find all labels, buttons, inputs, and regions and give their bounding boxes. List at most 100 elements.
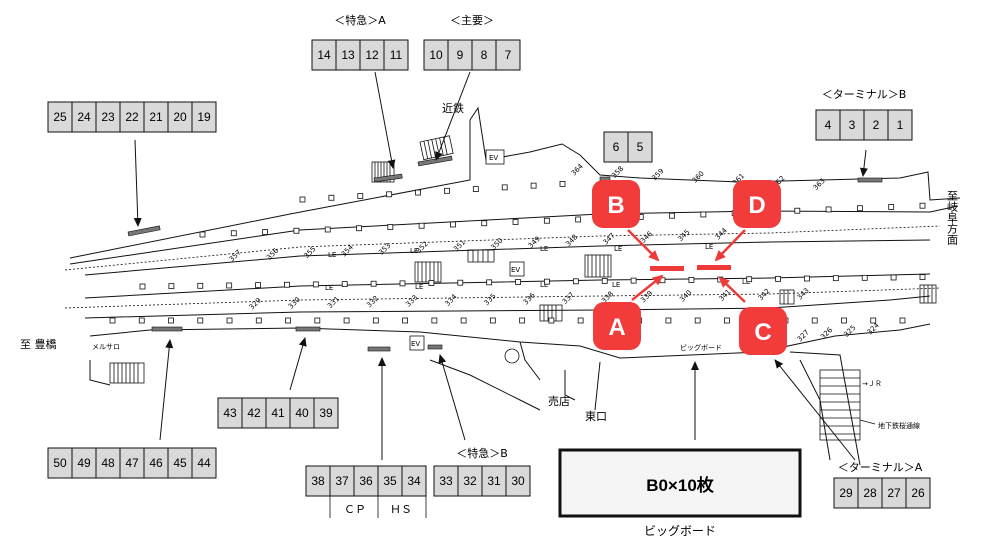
ad-space-cell[interactable] (265, 397, 291, 429)
pillar-square (428, 280, 435, 286)
ad-space-cell[interactable] (119, 101, 145, 133)
ad-space-number: 2 (873, 118, 880, 132)
pillar-square (356, 225, 362, 232)
ad-space-cell[interactable] (143, 447, 169, 479)
ad-space-number: 13 (341, 48, 355, 62)
elevators (409, 149, 525, 351)
pillar-square (284, 281, 290, 288)
ad-space-cell[interactable] (457, 465, 483, 497)
ad-space-cell[interactable] (335, 39, 361, 71)
ad-space-number: 22 (125, 110, 139, 124)
pillar-square (501, 184, 508, 191)
ad-space-cell[interactable] (905, 477, 931, 509)
ad-space-cell[interactable] (191, 447, 217, 479)
pillar-square (168, 283, 175, 290)
pillar-square (262, 229, 269, 235)
pillar-square (197, 282, 204, 289)
ad-space-cell[interactable] (313, 397, 339, 429)
pillar-square (299, 196, 306, 203)
pillar-square (794, 207, 801, 214)
ad-space-cell[interactable] (167, 101, 193, 133)
ad-space-cell[interactable] (353, 465, 379, 497)
ad-space-cell[interactable] (305, 465, 331, 497)
ad-space-cell[interactable] (505, 465, 531, 497)
pillar-number: 326 (819, 326, 834, 341)
ad-space-number: 5 (637, 140, 644, 154)
badge-a[interactable]: A (593, 302, 641, 350)
le-labels: LE LE LE LE LE LE LE LE LE LE (325, 243, 750, 292)
ad-space-cell[interactable] (47, 101, 73, 133)
ad-space-cell[interactable] (329, 465, 355, 497)
ad-space-cell[interactable] (863, 109, 889, 141)
subway-arrow (859, 419, 876, 425)
pillar-square (746, 276, 753, 283)
pillar-square (700, 211, 707, 218)
le-label: LE (328, 251, 336, 259)
higashiguchi-label: 東口 (585, 410, 607, 423)
pillar-square (460, 317, 467, 324)
ad-space-number: 38 (311, 474, 325, 488)
pillar-square (314, 317, 321, 324)
ad-space-number: 1 (897, 118, 904, 132)
pillar-square (226, 282, 233, 289)
ad-space-cell[interactable] (377, 465, 403, 497)
ad-space-cell[interactable] (311, 39, 337, 71)
pillar-square (899, 317, 906, 324)
badge-d[interactable]: D (733, 180, 781, 228)
bigboard-box[interactable] (558, 448, 802, 518)
ad-space-cell[interactable] (95, 101, 121, 133)
ad-space-cell[interactable] (881, 477, 907, 509)
pillar-number: 364 (570, 162, 585, 177)
to-gifu-text: 至岐阜方面 (946, 190, 959, 245)
pillar-number: 341 (717, 288, 732, 303)
ad-space-cell[interactable] (71, 101, 97, 133)
badge-c[interactable]: C (739, 307, 787, 355)
pillar-square (665, 317, 672, 324)
ad-space-cell[interactable] (839, 109, 865, 141)
ad-space-cell[interactable] (289, 397, 315, 429)
ad-space-number: 6 (613, 140, 620, 154)
ad-space-cell[interactable] (495, 39, 521, 71)
pillar-square (472, 186, 479, 193)
ad-space-cell[interactable] (95, 447, 121, 479)
ad-space-cell[interactable] (401, 465, 427, 497)
pillar-number: 360 (691, 170, 706, 185)
ad-space-cell[interactable] (119, 447, 145, 479)
ad-space-cell[interactable] (887, 109, 913, 141)
ad-space-cell[interactable] (627, 131, 653, 163)
pillar-square (861, 274, 868, 281)
pillar-square (343, 317, 350, 324)
ad-space-number: 3 (849, 118, 856, 132)
ad-space-cell[interactable] (383, 39, 409, 71)
pillar-square (559, 180, 566, 187)
ad-space-number: 45 (173, 456, 187, 470)
ad-space-cell[interactable] (815, 109, 841, 141)
ad-space-number: 43 (223, 406, 237, 420)
ad-space-number: 20 (173, 110, 187, 124)
pillar-square (457, 279, 464, 286)
le-label: LE (540, 245, 548, 253)
ad-space-cell[interactable] (481, 465, 507, 497)
ad-space-number: 25 (53, 110, 67, 124)
ad-space-cell[interactable] (359, 39, 385, 71)
ad-space-number: 4 (825, 118, 832, 132)
bigboard: B0×10枚 ビッグボード (558, 448, 802, 538)
ad-space-cell[interactable] (217, 397, 243, 429)
pillar-number: 331 (326, 295, 341, 310)
ad-space-cell[interactable] (191, 101, 217, 133)
badge-b[interactable]: B (592, 180, 640, 228)
le-label: LE (614, 245, 622, 253)
kintetsu-label: 近鉄 (442, 101, 464, 115)
to-gifu-label: 至岐阜方面 (946, 190, 959, 245)
ad-space-number: 46 (149, 456, 163, 470)
ad-space-cell[interactable] (241, 397, 267, 429)
ad-space-cell[interactable] (471, 39, 497, 71)
ad-space-cell[interactable] (833, 477, 859, 509)
ad-space-cell[interactable] (447, 39, 473, 71)
pillar-number: 345 (676, 228, 691, 243)
ad-space-number: 14 (317, 48, 331, 62)
ad-group-label: ＜主要＞ (450, 14, 494, 27)
pillar-square (919, 274, 926, 281)
